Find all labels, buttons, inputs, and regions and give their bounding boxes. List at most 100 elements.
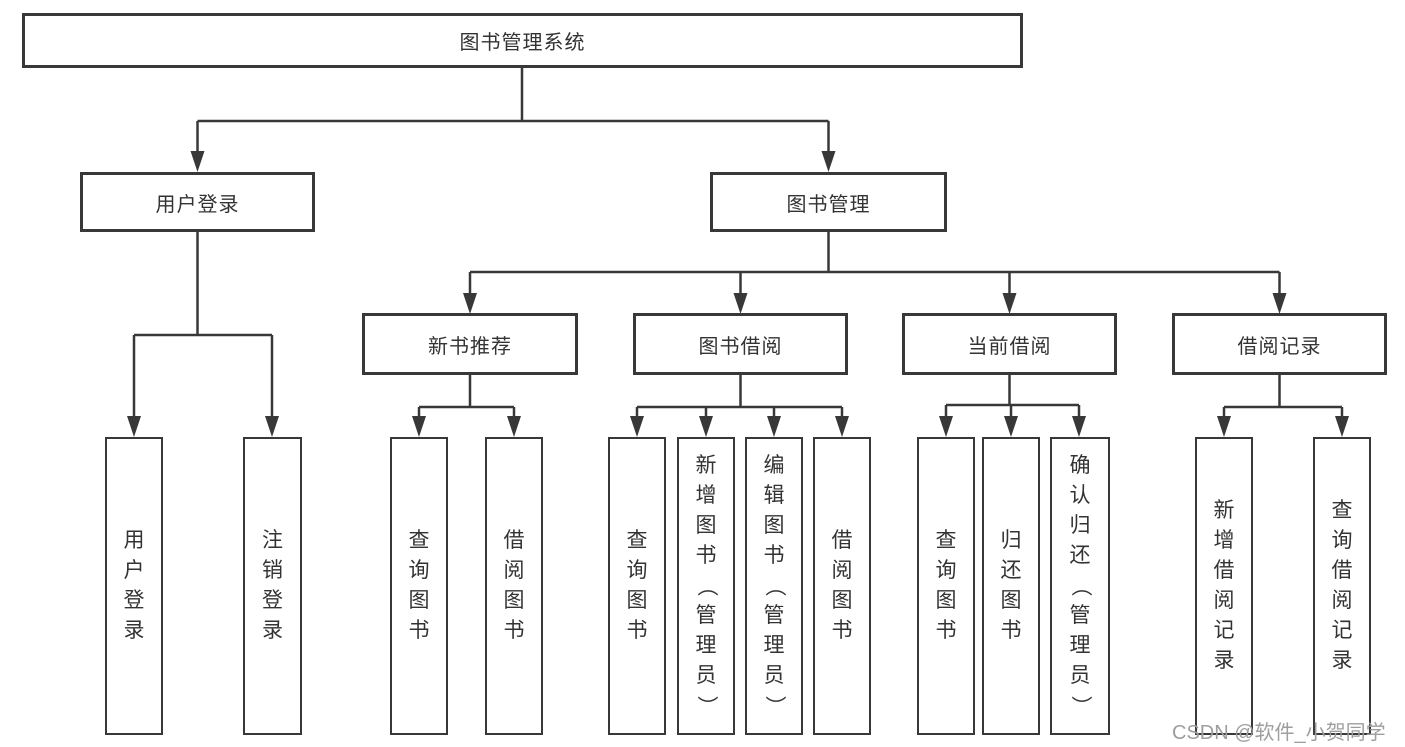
vertical-char: 认	[1069, 484, 1091, 507]
vertical-char: 录	[123, 619, 145, 642]
vertical-char: 询	[408, 559, 430, 582]
vertical-char: 归	[1000, 529, 1022, 552]
vertical-char: （	[763, 575, 786, 597]
vertical-char: 书	[763, 544, 785, 567]
vertical-char: 登	[262, 589, 283, 612]
vertical-char: 阅	[831, 559, 853, 582]
vertical-char: ）	[1069, 695, 1092, 717]
vertical-char: 用	[123, 529, 145, 552]
vertical-char: 增	[695, 484, 717, 507]
connector-book-borrow-to-leaves	[635, 375, 844, 418]
leaf-query-books-current: 查询图书	[917, 437, 975, 735]
node-user-login: 用户登录	[80, 172, 315, 232]
leaf-query-books-recommend: 查询图书	[390, 437, 448, 735]
node-book-borrowing-label: 图书借阅	[698, 335, 783, 358]
leaf-add-books-admin: 新增图书（管理员）	[677, 437, 735, 735]
arrowhead	[821, 151, 836, 172]
vertical-char: 还	[1000, 559, 1022, 582]
leaf-user-login: 用户登录	[105, 437, 163, 735]
vertical-char: 书	[503, 619, 525, 642]
arrowhead	[1004, 416, 1018, 437]
vertical-char: 管	[1069, 604, 1091, 627]
arrowhead	[1272, 293, 1287, 314]
vertical-char: 阅	[1213, 589, 1235, 612]
vertical-char: 借	[1213, 559, 1235, 582]
vertical-char: 图	[1000, 589, 1022, 612]
arrowhead	[463, 293, 477, 314]
vertical-char: 理	[695, 634, 717, 657]
leaf-borrow-books: 借阅图书	[813, 437, 871, 735]
vertical-char: 理	[1069, 634, 1091, 657]
leaf-query-borrow-record: 查询借阅记录	[1313, 437, 1371, 735]
node-borrowing-records-label: 借阅记录	[1237, 335, 1322, 358]
arrowhead	[1072, 416, 1086, 437]
vertical-char: 图	[626, 589, 648, 612]
vertical-char: 编	[763, 454, 785, 477]
vertical-char: 借	[503, 529, 525, 552]
arrowhead	[767, 416, 781, 437]
leaf-add-borrow-record: 新增借阅记录	[1195, 437, 1253, 735]
vertical-char: 录	[1213, 649, 1235, 672]
node-user-login-label: 用户登录	[155, 193, 240, 216]
vertical-char: 书	[626, 619, 648, 642]
vertical-char: 员	[763, 664, 785, 687]
vertical-char: 图	[695, 514, 717, 537]
vertical-char: 图	[408, 589, 430, 612]
vertical-char: 归	[1069, 514, 1091, 537]
vertical-char: 销	[262, 559, 283, 582]
node-book-borrowing: 图书借阅	[633, 313, 848, 375]
node-current-borrowing-label: 当前借阅	[967, 335, 1052, 358]
vertical-char: 书	[695, 544, 717, 567]
node-new-book-recommend-label: 新书推荐	[428, 335, 512, 358]
vertical-char: 询	[935, 559, 957, 582]
vertical-char: 记	[1213, 619, 1235, 642]
csdn-watermark: CSDN @软件_小贺同学	[1172, 722, 1386, 744]
leaf-logout: 注销登录	[243, 437, 302, 735]
vertical-char: 管	[695, 604, 717, 627]
vertical-char: 阅	[1331, 589, 1353, 612]
node-book-management-label: 图书管理	[786, 193, 871, 216]
vertical-char: 新	[695, 454, 717, 477]
vertical-char: 理	[763, 634, 785, 657]
vertical-char: ）	[763, 695, 786, 717]
vertical-char: 查	[1331, 499, 1353, 522]
arrowhead	[1335, 416, 1349, 437]
vertical-char: 辑	[763, 484, 785, 507]
vertical-char: 查	[935, 529, 957, 552]
vertical-char: 图	[503, 589, 525, 612]
vertical-char: 录	[262, 619, 283, 642]
vertical-char: （	[1069, 575, 1092, 597]
leaf-query-books-borrow: 查询图书	[608, 437, 666, 735]
node-book-management: 图书管理	[710, 172, 947, 232]
vertical-char: 员	[695, 664, 717, 687]
vertical-char: 增	[1213, 529, 1235, 552]
node-borrowing-records: 借阅记录	[1172, 313, 1387, 375]
vertical-char: 查	[626, 529, 648, 552]
vertical-char: 确	[1069, 454, 1091, 477]
vertical-char: 图	[763, 514, 785, 537]
vertical-char: 书	[935, 619, 957, 642]
vertical-char: ）	[695, 695, 718, 717]
arrowhead	[939, 416, 953, 437]
leaf-confirm-return-admin: 确认归还（管理员）	[1050, 437, 1110, 735]
arrowhead	[630, 416, 644, 437]
leaf-borrow-books-recommend: 借阅图书	[485, 437, 543, 735]
vertical-char: 查	[408, 529, 430, 552]
arrowhead	[733, 293, 748, 314]
arrowhead	[412, 416, 426, 437]
connector-new-books-to-leaves	[417, 375, 516, 418]
vertical-char: 询	[626, 559, 648, 582]
vertical-char: 还	[1069, 544, 1091, 567]
connector-user-login-to-leaves	[132, 232, 274, 418]
node-root-label: 图书管理系统	[459, 32, 586, 54]
vertical-char: 图	[831, 589, 853, 612]
vertical-char: 图	[935, 589, 957, 612]
arrowhead	[265, 416, 279, 437]
arrowhead	[1002, 293, 1017, 314]
arrowhead	[1217, 416, 1231, 437]
node-new-book-recommend: 新书推荐	[362, 313, 578, 375]
connector-current-borrow-to-leaves	[944, 375, 1081, 418]
connector-borrow-records-to-leaves	[1222, 375, 1344, 418]
arrowhead	[190, 151, 205, 172]
